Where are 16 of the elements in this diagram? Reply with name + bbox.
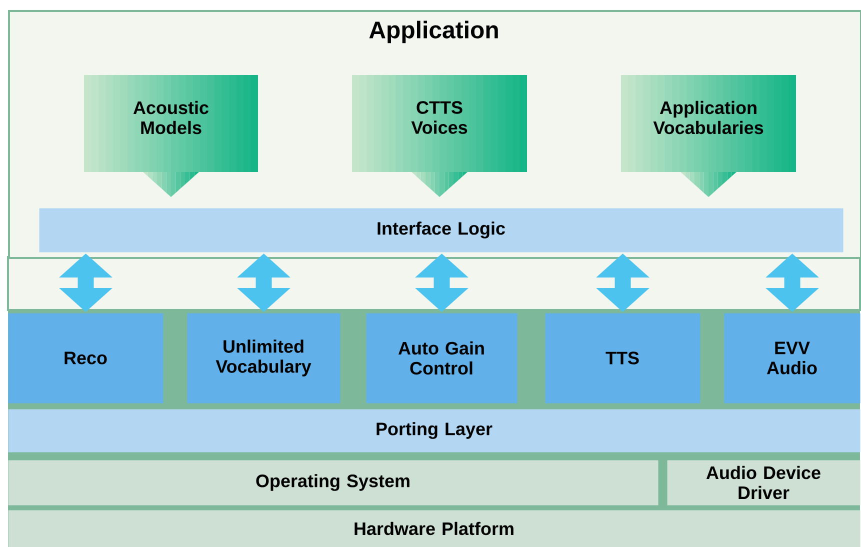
module-box: Unlimited Vocabulary <box>187 313 340 404</box>
layer-box: Porting Layer <box>8 409 860 452</box>
layer-box: Operating System <box>8 460 658 506</box>
node-label: Application Vocabularies <box>653 100 764 134</box>
module-box: Auto Gain Control <box>366 313 518 404</box>
layer-box: Audio Device Driver <box>667 460 860 506</box>
module-box: TTS <box>545 313 700 404</box>
layer-box: Hardware Platform <box>8 510 860 547</box>
node-label: Acoustic Models <box>133 100 208 134</box>
layer-box: Interface Logic <box>39 208 844 252</box>
node-label: CTTS Voices <box>411 101 468 134</box>
callout-box: Application Vocabularies <box>621 75 796 197</box>
module-box: EVV Audio <box>724 313 860 404</box>
module-box: Reco <box>8 313 164 404</box>
callout-box: CTTS Voices <box>352 75 527 197</box>
callout-box: Acoustic Models <box>84 75 258 197</box>
